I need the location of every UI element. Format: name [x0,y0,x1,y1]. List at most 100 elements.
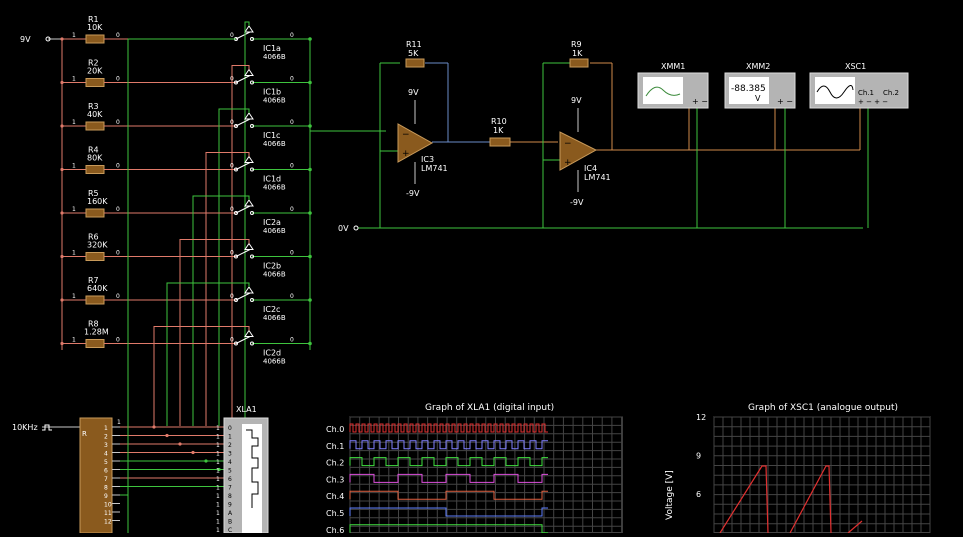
digital-channel-label: Ch.1 [326,442,344,451]
analog-chart-ylabel: Voltage [V] [665,470,675,520]
pin-one-label: 1 [216,468,220,475]
analog-switch-8[interactable] [234,329,312,346]
xla-pin-0: 0 [228,425,232,432]
pin-zero-label: 0 [230,250,234,257]
xmm2-label: XMM2 [746,62,770,71]
switch-part-4: 4066B [263,184,286,192]
clock-source-icon[interactable] [42,424,52,431]
pin-zero-label: 0 [116,163,120,170]
resistor-r9[interactable]: R9 1K [569,40,589,68]
digital-trace-Ch.5 [349,507,548,517]
analog-ytick: 6 [696,490,701,499]
opamp-ic4-vneg: -9V [570,198,584,207]
resistor-r6[interactable] [85,252,105,261]
analog-switch-7[interactable] [234,286,312,302]
pin-one-label: 1 [216,476,220,483]
pin-one-label: 1 [72,119,76,126]
resistor-value-5: 160K [87,197,108,206]
analog-switch-4[interactable] [234,155,312,172]
resistor-r10[interactable]: R10 1K [489,117,511,147]
counter-pin-10: 10 [104,502,112,509]
opamp-ic3-vpos: 9V [408,88,419,97]
pin-one-label: 1 [117,419,121,426]
resistor-value-2: 20K [87,67,103,76]
resistor-name-8: R8 [88,320,99,329]
analog-trace [719,465,863,534]
logic-analyser-xla1[interactable]: XLA1 [223,405,269,534]
pin-one-label: 1 [72,76,76,83]
pin-zero-label: 0 [230,337,234,344]
resistor-r8[interactable] [85,339,105,348]
counter-bus [120,38,247,533]
pin-one-label: 1 [216,425,220,432]
resistor-name-7: R7 [88,276,99,285]
analog-switch-3[interactable] [234,112,312,128]
resistor-r4[interactable] [85,165,105,174]
analog-switch-6[interactable] [234,242,312,259]
switch-part-6: 4066B [263,271,286,279]
pin-one-label: 1 [216,485,220,492]
pin-zero-label: 0 [290,32,294,39]
svg-text:+ − + −: + − + − [858,98,888,106]
counter-pin-8: 8 [104,485,108,492]
pin-zero-label: 0 [116,76,120,83]
pin-zero-label: 0 [116,206,120,213]
ground-terminal[interactable] [353,225,359,231]
supply-9v-terminal[interactable] [45,36,51,42]
multimeter-xmm2[interactable]: XMM2 -88.385 V + − [724,62,796,109]
xla1-label: XLA1 [236,405,257,414]
xla-pin-2: 2 [228,442,232,449]
analog-switch-5[interactable] [234,199,312,215]
digital-graph: Graph of XLA1 (digital input) Ch.0Ch.1Ch… [326,403,623,535]
counter-pin-4: 4 [104,451,108,458]
switch-part-8: 4066B [263,358,286,366]
multimeter-xmm1[interactable]: XMM1 + − [637,62,709,109]
pin-zero-label: 0 [230,163,234,170]
resistor-value-3: 40K [87,110,103,119]
analog-switch-1[interactable] [234,25,312,41]
xmm2-readout: -88.385 [731,84,766,94]
analog-ytick: 12 [696,413,706,422]
resistor-value-6: 320K [87,241,108,250]
xla-pin-A: A [228,510,233,517]
resistor-r1[interactable] [85,34,105,44]
svg-text:+: + [564,158,572,168]
digital-trace-Ch.2 [349,457,548,467]
switch-part-3: 4066B [263,140,286,148]
analog-chart-title: Graph of XSC1 (analogue output) [748,403,898,413]
resistor-r11[interactable]: R11 5K [405,40,425,68]
pin-zero-label: 0 [116,250,120,257]
opamp-ic3[interactable]: − + IC3 LM741 9V -9V [397,88,448,198]
switch-name-6: IC2b [263,262,281,271]
digital-trace-Ch.0 [349,423,548,433]
resistor-r2[interactable] [85,78,105,87]
analog-switch-2[interactable] [234,68,312,85]
digital-channel-label: Ch.2 [326,459,344,468]
resistor-r9-name: R9 [571,40,582,49]
switch-name-3: IC1c [263,131,280,140]
pin-zero-label: 0 [290,76,294,83]
resistor-name-5: R5 [88,189,99,198]
xmm1-label: XMM1 [661,62,685,71]
opamp-ic4[interactable]: − + IC4 LM741 9V -9V [559,96,611,207]
resistor-r9-value: 1K [572,49,583,58]
svg-text:−: − [564,139,572,149]
pin-zero-label: 0 [290,250,294,257]
resistor-r3[interactable] [85,121,105,131]
pin-one-label: 1 [72,32,76,39]
resistor-r7[interactable] [85,295,105,305]
counter-pin-11: 11 [104,510,112,517]
xmm2-unit: V [755,94,761,103]
switch-part-7: 4066B [263,314,286,322]
switch-name-2: IC1b [263,88,281,97]
switch-part-1: 4066B [263,53,286,61]
svg-text:−: − [402,130,410,140]
resistor-value-1: 10K [87,23,103,32]
pin-one-label: 1 [216,459,220,466]
oscilloscope-xsc1[interactable]: XSC1 Ch.1 Ch.2 + − + − [809,62,909,109]
resistor-r5[interactable] [85,208,105,218]
